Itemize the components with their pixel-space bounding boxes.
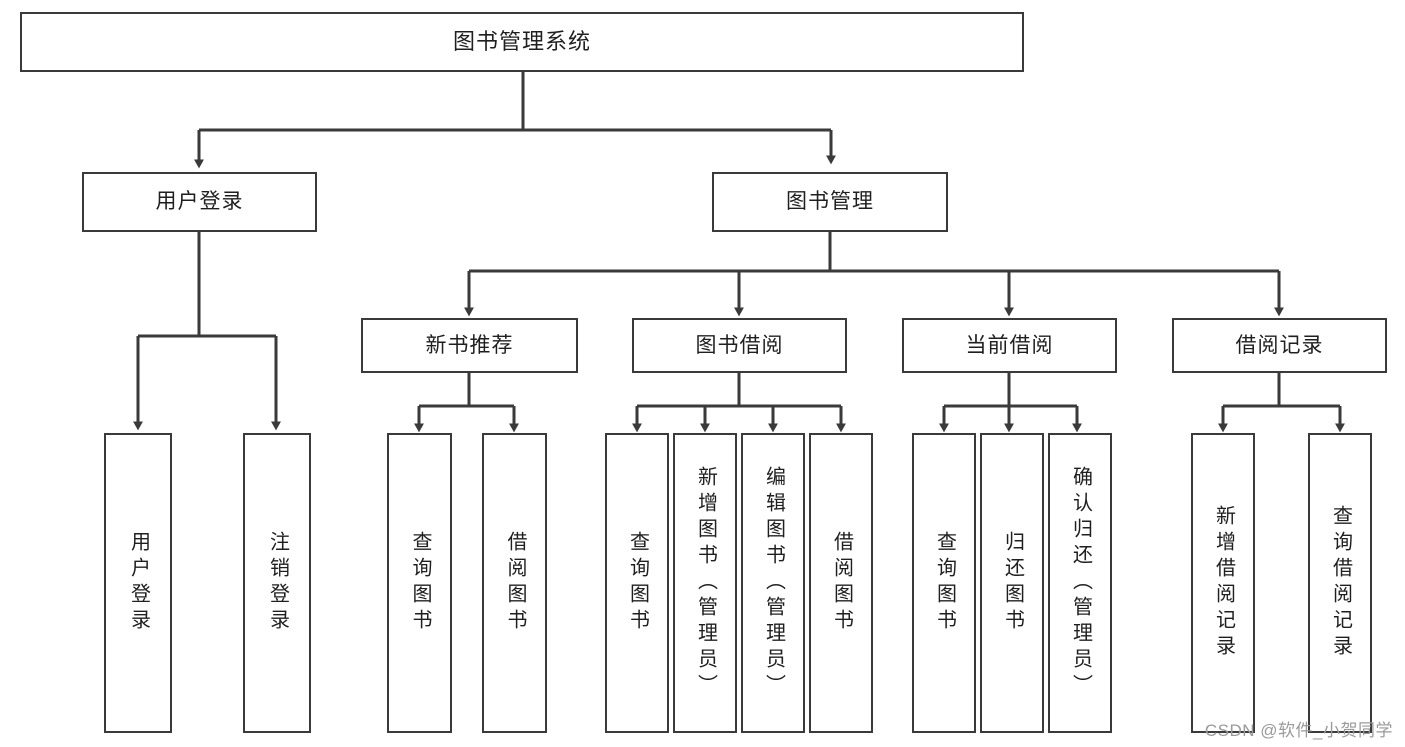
leaf-logout[interactable]: 注销登录 [243,433,311,733]
node-label: 归还图书 [1001,531,1024,635]
node-label: 编辑图书（管理员） [762,466,785,700]
leaf-edit-book[interactable]: 编辑图书（管理员） [741,433,805,733]
leaf-borrow-book-2[interactable]: 借阅图书 [809,433,873,733]
node-label: 查询借阅记录 [1329,505,1352,661]
node-label: 借阅图书 [504,531,526,635]
leaf-user-login[interactable]: 用户登录 [104,433,172,733]
node-current-borrow[interactable]: 当前借阅 [902,318,1117,373]
node-label: 图书借阅 [695,333,784,357]
node-label: 借阅图书 [830,531,853,635]
leaf-add-book[interactable]: 新增图书（管理员） [673,433,737,733]
leaf-query-record[interactable]: 查询借阅记录 [1308,433,1372,733]
node-label: 查询图书 [933,531,956,635]
node-label: 图书管理系统 [452,28,591,54]
node-user-login[interactable]: 用户登录 [82,172,317,232]
leaf-return-book[interactable]: 归还图书 [980,433,1044,733]
node-root-book-management-system[interactable]: 图书管理系统 [20,12,1024,72]
node-label: 注销登录 [266,531,289,635]
node-label: 查询图书 [409,531,431,635]
leaf-query-book-1[interactable]: 查询图书 [387,433,452,733]
leaf-add-record[interactable]: 新增借阅记录 [1191,433,1255,733]
node-label: 当前借阅 [965,333,1054,357]
node-label: 新书推荐 [425,333,514,357]
leaf-query-book-3[interactable]: 查询图书 [912,433,976,733]
node-label: 确认归还（管理员） [1069,466,1092,700]
node-new-book-recommend[interactable]: 新书推荐 [361,318,578,373]
node-label: 新增借阅记录 [1212,505,1235,661]
node-label: 图书管理 [786,190,874,214]
leaf-borrow-book-1[interactable]: 借阅图书 [482,433,547,733]
node-label: 查询图书 [626,531,649,635]
node-book-management[interactable]: 图书管理 [712,172,948,232]
csdn-watermark: CSDN @软件_小贺同学 [1204,721,1393,740]
node-book-borrow[interactable]: 图书借阅 [632,318,847,373]
leaf-confirm-return[interactable]: 确认归还（管理员） [1048,433,1112,733]
node-label: 用户登录 [127,531,150,635]
node-label: 借阅记录 [1235,333,1324,357]
leaf-query-book-2[interactable]: 查询图书 [605,433,669,733]
node-borrow-record[interactable]: 借阅记录 [1172,318,1387,373]
node-label: 新增图书（管理员） [694,466,717,700]
node-label: 用户登录 [155,190,244,214]
